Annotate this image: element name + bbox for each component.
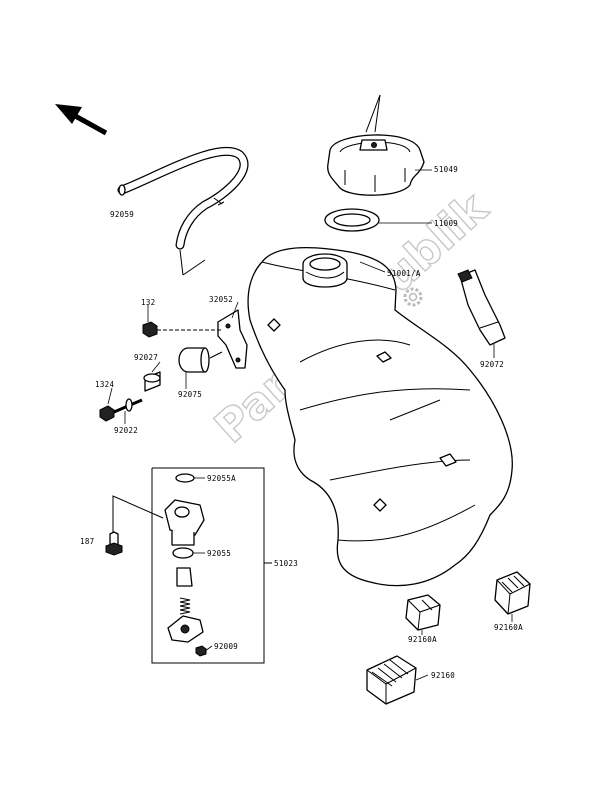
damper-rubber-part bbox=[178, 347, 223, 373]
fuel-cap-part bbox=[327, 94, 425, 196]
label-51023: 51023 bbox=[274, 559, 298, 568]
label-132: 132 bbox=[141, 298, 155, 307]
label-51049: 51049 bbox=[434, 165, 458, 174]
direction-arrow-icon bbox=[55, 104, 108, 136]
collar-part bbox=[143, 371, 161, 392]
label-51001A: 51001/A bbox=[387, 269, 421, 278]
bolt-132-part bbox=[142, 321, 222, 338]
leader-lines bbox=[107, 169, 513, 681]
fuel-tank-part bbox=[247, 246, 513, 587]
label-92055: 92055 bbox=[207, 549, 231, 558]
cushion-right-part bbox=[494, 571, 531, 615]
tank-bracket-part bbox=[217, 309, 248, 369]
label-32052: 32052 bbox=[209, 295, 233, 304]
breather-hose-part bbox=[117, 146, 249, 276]
cap-gasket-part bbox=[324, 208, 380, 232]
fuel-tap-assembly-box bbox=[151, 467, 272, 664]
bolt-1324-part bbox=[99, 398, 143, 422]
gear-icon bbox=[403, 287, 423, 307]
label-92022: 92022 bbox=[114, 426, 138, 435]
label-92160A-right: 92160A bbox=[494, 623, 523, 632]
label-92059: 92059 bbox=[110, 210, 134, 219]
cushion-center-part bbox=[366, 655, 417, 705]
tank-strap-part bbox=[457, 269, 506, 346]
label-92160A-left: 92160A bbox=[408, 635, 437, 644]
label-92009: 92009 bbox=[214, 642, 238, 651]
label-11009: 11009 bbox=[434, 219, 458, 228]
bolt-187-part bbox=[105, 495, 164, 556]
cushion-left-part bbox=[405, 594, 441, 631]
label-187: 187 bbox=[80, 537, 94, 546]
label-1324: 1324 bbox=[95, 380, 114, 389]
label-92075: 92075 bbox=[178, 390, 202, 399]
label-92055A: 92055A bbox=[207, 474, 236, 483]
label-92072: 92072 bbox=[480, 360, 504, 369]
label-92027: 92027 bbox=[134, 353, 158, 362]
label-92160: 92160 bbox=[431, 671, 455, 680]
